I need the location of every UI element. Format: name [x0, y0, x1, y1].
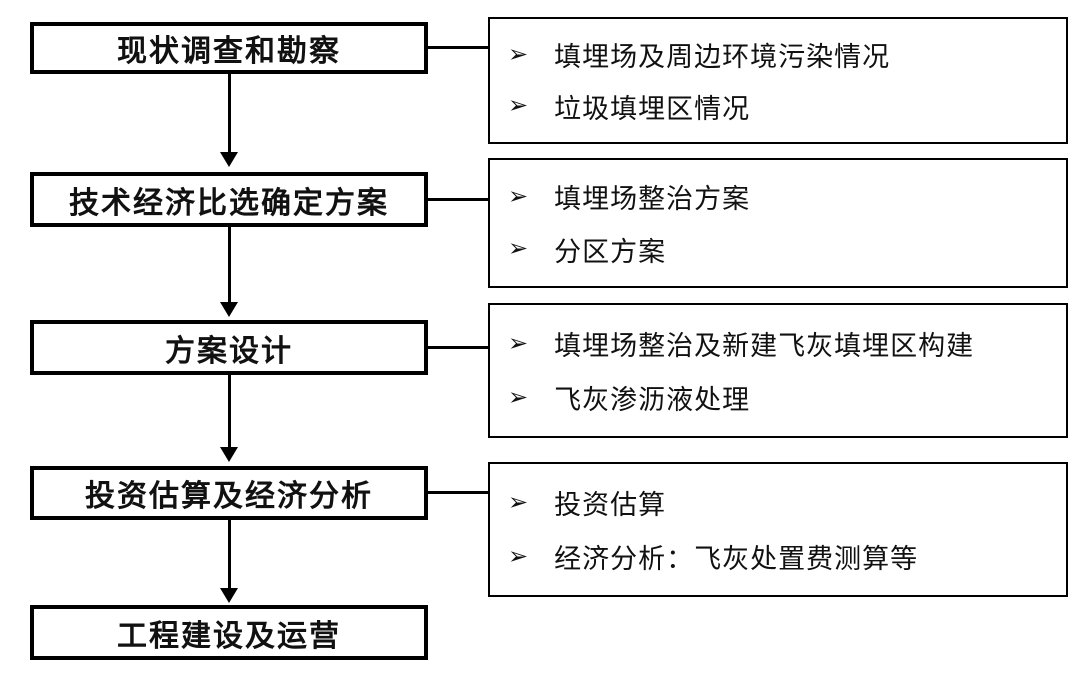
flow-step-label-4: 投资估算及经济分析 — [85, 480, 373, 513]
detail-line: ➢ 分区方案 — [508, 230, 1056, 269]
down-arrowhead-icon-1 — [220, 152, 238, 167]
flow-step-box-5: 工程建设及运营 — [30, 605, 428, 660]
detail-text: 分区方案 — [554, 236, 667, 267]
flow-step-box-3: 方案设计 — [30, 320, 428, 375]
detail-text: 经济分析：飞灰处置费测算等 — [554, 544, 919, 574]
detail-line: ➢ 填埋场整治及新建飞灰填埋区构建 — [508, 324, 1056, 363]
flow-step-label-3: 方案设计 — [165, 334, 293, 368]
down-arrow-line-3 — [228, 375, 231, 447]
down-arrowhead-icon-2 — [220, 302, 238, 317]
connector-line-2 — [428, 198, 488, 201]
flow-detail-box-4: ➢ 投资估算 ➢ 经济分析：飞灰处置费测算等 — [488, 462, 1068, 597]
flow-step-box-1: 现状调查和勘察 — [30, 22, 428, 74]
arrowhead-bullet-icon: ➢ — [508, 40, 529, 68]
flow-step-box-2: 技术经济比选确定方案 — [30, 172, 428, 227]
detail-line: ➢ 填埋场整治方案 — [508, 177, 1056, 216]
detail-line: ➢ 填埋场及周边环境污染情况 — [508, 35, 1056, 74]
down-arrow-line-2 — [228, 227, 231, 302]
flow-detail-box-1: ➢ 填埋场及周边环境污染情况 ➢ 垃圾填埋区情况 — [488, 17, 1068, 144]
connector-line-1 — [428, 46, 488, 49]
arrowhead-bullet-icon: ➢ — [508, 542, 529, 570]
detail-text: 填埋场整治方案 — [554, 184, 751, 215]
detail-text: 投资估算 — [554, 490, 667, 520]
detail-line: ➢ 垃圾填埋区情况 — [508, 87, 1056, 126]
arrowhead-bullet-icon: ➢ — [508, 383, 529, 411]
down-arrowhead-icon-3 — [220, 447, 238, 462]
arrowhead-bullet-icon: ➢ — [508, 235, 529, 263]
down-arrow-line-1 — [228, 74, 231, 152]
flow-step-label-2: 技术经济比选确定方案 — [69, 186, 389, 220]
detail-line: ➢ 经济分析：飞灰处置费测算等 — [508, 537, 1056, 576]
connector-line-3 — [428, 346, 488, 349]
arrowhead-bullet-icon: ➢ — [508, 329, 529, 357]
detail-text: 垃圾填埋区情况 — [554, 93, 751, 124]
detail-text: 飞灰渗沥液处理 — [554, 385, 751, 415]
detail-text: 填埋场及周边环境污染情况 — [554, 42, 891, 73]
detail-text: 填埋场整治及新建飞灰填埋区构建 — [554, 331, 975, 361]
down-arrowhead-icon-4 — [220, 588, 238, 603]
flow-step-label-5: 工程建设及运营 — [117, 619, 341, 653]
arrowhead-bullet-icon: ➢ — [508, 488, 529, 516]
detail-line: ➢ 投资估算 — [508, 483, 1056, 522]
flow-step-label-1: 现状调查和勘察 — [117, 35, 341, 68]
detail-line: ➢ 飞灰渗沥液处理 — [508, 378, 1056, 417]
down-arrow-line-4 — [228, 520, 231, 588]
flow-step-box-4: 投资估算及经济分析 — [30, 466, 428, 520]
flow-detail-box-3: ➢ 填埋场整治及新建飞灰填埋区构建 ➢ 飞灰渗沥液处理 — [488, 303, 1068, 438]
arrowhead-bullet-icon: ➢ — [508, 182, 529, 210]
flow-detail-box-2: ➢ 填埋场整治方案 ➢ 分区方案 — [488, 158, 1068, 288]
arrowhead-bullet-icon: ➢ — [508, 92, 529, 120]
connector-line-4 — [428, 491, 488, 494]
